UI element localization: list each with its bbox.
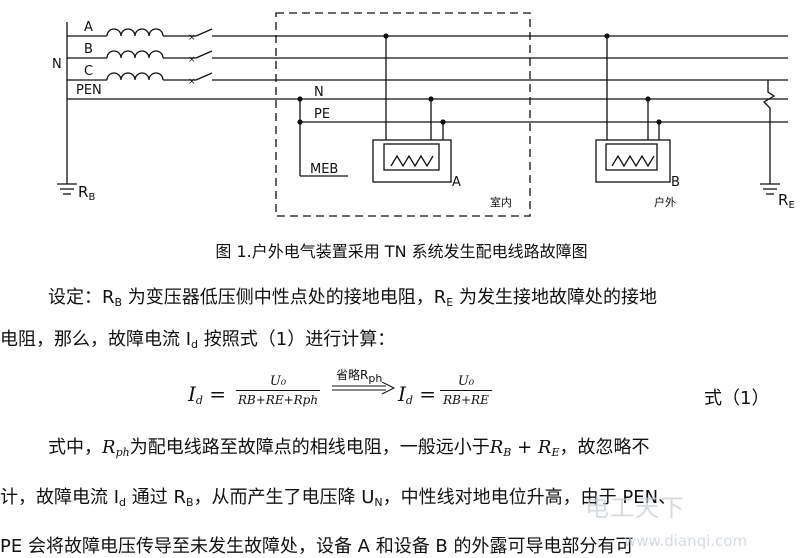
formula-id-lhs: Id = [188,382,227,407]
label-a: A [84,20,93,35]
formula-fraction-2: U₀ RB+RE [440,374,492,407]
paragraph-explanation-cont: 计，故障电流 Id 通过 RB，从而产生了电压降 UN，中性线对地电位升高，由于… [0,487,677,509]
fault-line [762,80,776,184]
watermark-url: www.dianqi.com [624,532,748,550]
label-rb: RB [78,183,95,203]
device-a-box [372,139,452,183]
paragraph-explanation: 式中，Rph为配电线路至故障点的相线电阻，一般远小于RB + RE，故忽略不 [48,437,650,459]
tn-system-diagram: × × × A B C N PEN N PE MEB A B 室内 户外 RB … [52,12,795,217]
label-meb: MEB [310,162,338,177]
label-n-inner: N [314,85,324,100]
equation-number: 式（1） [704,388,770,409]
phase-line-b [67,50,788,59]
paragraph-definition: 设定：RB 为变压器低压侧中性点处的接地电阻，RE 为发生接地故障处的接地 [48,287,657,309]
formula-id-rhs: Id = [398,382,437,407]
paragraph-explanation-end: PE 会将故障电压传导至未发生故障处，设备 A 和设备 B 的外露可导电部分有可 [0,536,634,557]
phase-line-c [67,72,788,81]
formula-arrow [332,382,396,395]
watermark-text: 电工天下 [585,494,685,522]
device-b-box [595,139,671,183]
label-pe-inner: PE [314,107,330,122]
phase-line-a [67,28,788,37]
label-device-b: B [671,175,680,190]
svg-text:×: × [188,77,196,87]
label-pen: PEN [76,83,102,98]
label-device-a: A [452,175,461,190]
label-outdoor: 户外 [654,195,676,209]
equation-1: Id = U₀ RB+RE+Rph 省略Rph Id = U₀ RB+RE [188,366,608,422]
indoor-boundary [275,12,531,217]
label-b: B [84,42,93,57]
paragraph-definition-cont: 电阻，那么，故障电流 Id 按照式（1）进行计算： [0,329,396,351]
svg-text:×: × [188,55,196,65]
label-c: C [84,64,93,79]
label-indoor: 室内 [490,195,512,209]
label-n-left: N [52,57,62,72]
formula-arrow-label: 省略Rph [336,368,383,385]
label-re: RE [778,191,795,211]
svg-text:×: × [188,33,196,43]
figure-caption: 图 1.户外电气装置采用 TN 系统发生配电线路故障图 [215,242,588,261]
formula-fraction-1: U₀ RB+RE+Rph [236,374,320,407]
